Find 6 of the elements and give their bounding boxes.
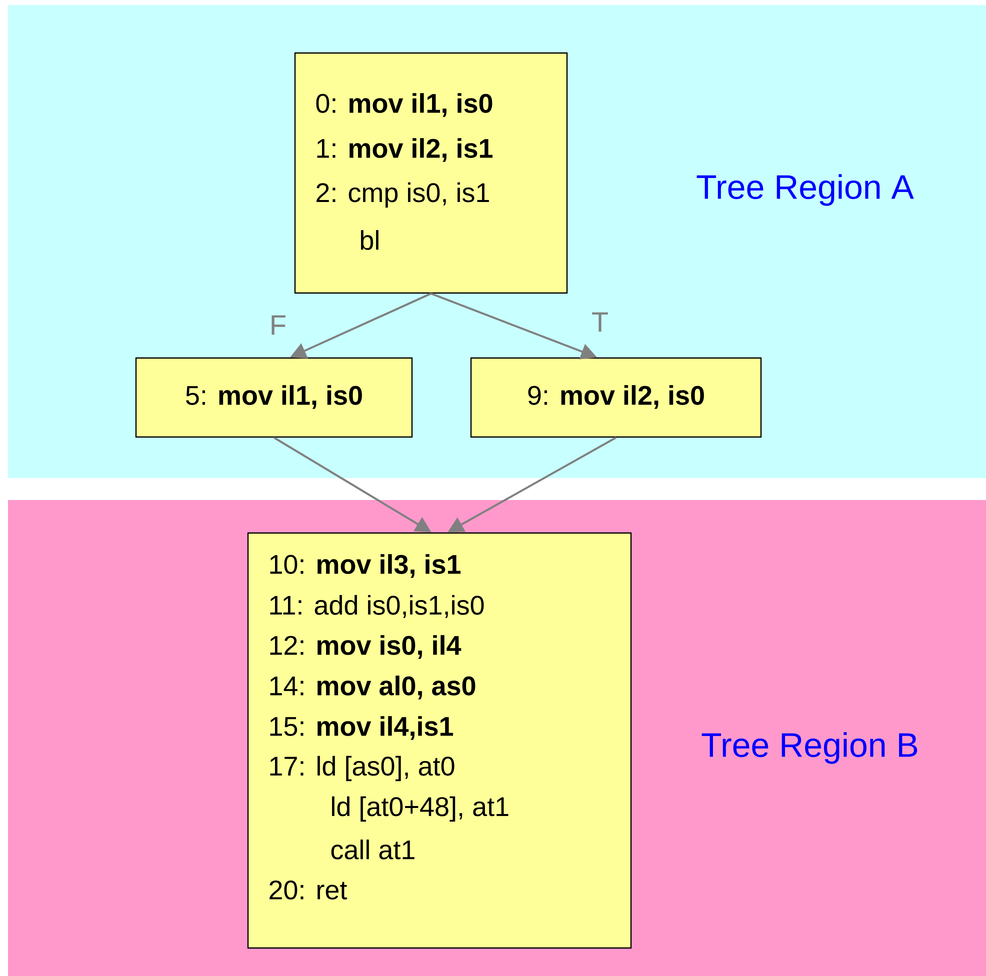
code-box: 0: mov il1, is0 1: mov il2, is1 2: cmp is0, is1 bl	[294, 52, 568, 294]
edge-label: T	[592, 312, 608, 332]
code-box: 10: mov il3, is1 11: add is0,is1,is0 12: mov is0, il4 14: mov al0, as0 15: mov il4,is1 17: ld [as0], at0 ld [at0+48], at1 call at1 20: ret	[247, 532, 632, 949]
edge-label: F	[272, 315, 286, 335]
code-box: 9: mov il2, is0	[470, 357, 762, 438]
code-box: 5: mov il1, is0	[135, 357, 413, 438]
